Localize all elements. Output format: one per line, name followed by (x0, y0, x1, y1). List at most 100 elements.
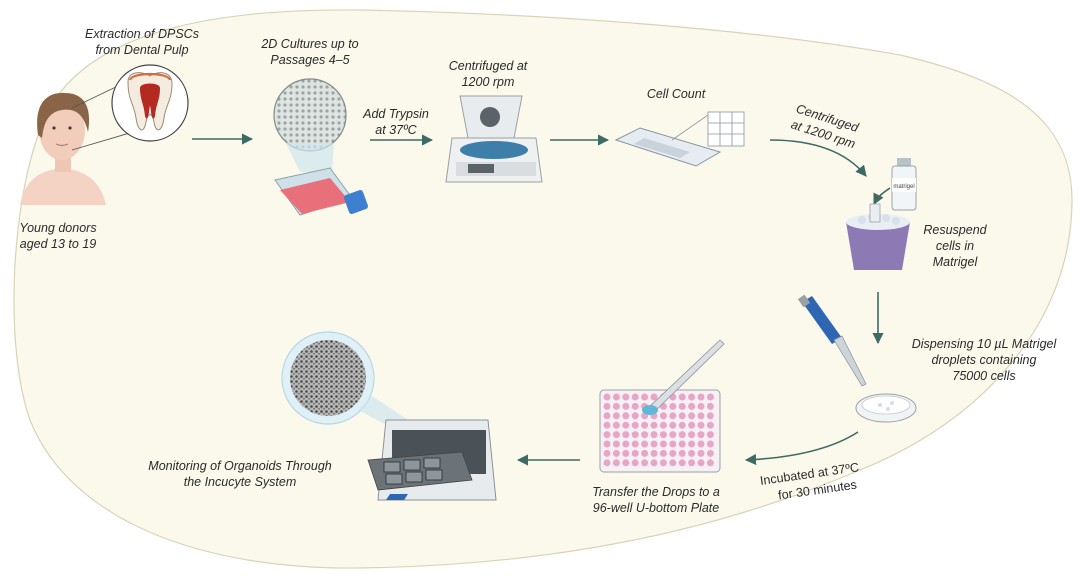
svg-text:matrigel: matrigel (893, 184, 914, 190)
plate-well (612, 402, 620, 410)
matrigel-vial-icon: matrigel (891, 158, 917, 211)
ice-bucket-icon (846, 203, 910, 270)
plate-well (612, 431, 620, 439)
plate-well (622, 412, 630, 420)
plate-well (678, 440, 686, 448)
well-plate-icon (599, 389, 721, 473)
plate-well (688, 393, 696, 401)
plate-well (688, 431, 696, 439)
plate-well (622, 393, 630, 401)
plate-well (706, 449, 714, 457)
plate-well (688, 459, 696, 467)
plate-well (697, 393, 705, 401)
resuspend-label-2: cells in (936, 239, 974, 253)
plate-well (603, 431, 611, 439)
plate-well (650, 459, 658, 467)
plate-well (669, 431, 677, 439)
plate-well (641, 431, 649, 439)
dispensing-label-2: droplets containing (932, 353, 1037, 367)
plate-well (641, 393, 649, 401)
plate-well (631, 459, 639, 467)
plate-well (603, 440, 611, 448)
plate-well (678, 449, 686, 457)
donors-label-1: Young donors (19, 221, 96, 235)
cultures-label-1: 2D Cultures up to (260, 37, 358, 51)
plate-well (697, 431, 705, 439)
plate-well (622, 440, 630, 448)
plate-well (697, 412, 705, 420)
plate-well (697, 402, 705, 410)
spatula-icon (642, 339, 725, 415)
incucyte-device-icon (367, 419, 497, 501)
plate-well (688, 421, 696, 429)
plate-well (659, 449, 667, 457)
plate-well (659, 440, 667, 448)
arrow-count-to-vial (769, 139, 867, 177)
plate-well (622, 421, 630, 429)
plate-well (688, 412, 696, 420)
plate-well (612, 412, 620, 420)
plate-well (669, 402, 677, 410)
arrow-dish-to-plate (744, 431, 859, 466)
plate-well (669, 459, 677, 467)
plate-well (603, 402, 611, 410)
plate-well (659, 431, 667, 439)
plate-well (650, 393, 658, 401)
plate-well (669, 449, 677, 457)
plate-well (688, 449, 696, 457)
background-shape (13, 9, 1073, 569)
plate-well (650, 440, 658, 448)
plate-well (631, 440, 639, 448)
plate-well (641, 421, 649, 429)
dispensing-label-1: Dispensing 10 µL Matrigel (912, 337, 1058, 351)
centrifuge1-label-2: 1200 rpm (462, 75, 515, 89)
plate-well (697, 459, 705, 467)
plate-well (612, 393, 620, 401)
extraction-label-1: Extraction of DPSCs (85, 27, 199, 41)
culture-flask-icon (274, 167, 368, 216)
plate-well (706, 412, 714, 420)
plate-well (622, 431, 630, 439)
cell-culture-micrograph-icon (273, 78, 347, 172)
plate-well (688, 402, 696, 410)
plate-well (678, 402, 686, 410)
transfer-label-2: 96-well U-bottom Plate (593, 501, 719, 515)
monitoring-label-1: Monitoring of Organoids Through (148, 459, 331, 473)
tooth-icon (111, 64, 189, 142)
resuspend-label-1: Resuspend (923, 223, 987, 237)
plate-well (706, 431, 714, 439)
plate-well (697, 449, 705, 457)
donor-icon (20, 92, 106, 205)
plate-well (706, 440, 714, 448)
transfer-label-1: Transfer the Drops to a (592, 485, 720, 499)
plate-well (622, 449, 630, 457)
trypsin-label-2: at 37ºC (375, 123, 417, 137)
plate-well (631, 449, 639, 457)
plate-well (641, 449, 649, 457)
plate-well (678, 412, 686, 420)
plate-well (706, 421, 714, 429)
plate-well (659, 421, 667, 429)
extraction-label-2: from Dental Pulp (95, 43, 188, 57)
plate-well (659, 459, 667, 467)
plate-well (669, 412, 677, 420)
plate-well (678, 421, 686, 429)
plate-well (631, 431, 639, 439)
arrow-vial-to-beaker (873, 187, 891, 206)
pipette-icon (797, 294, 867, 387)
organoid-micrograph-icon (281, 331, 408, 428)
plate-well (603, 393, 611, 401)
plate-well (641, 440, 649, 448)
plate-well (622, 459, 630, 467)
plate-well (669, 440, 677, 448)
plate-well (650, 431, 658, 439)
plate-well (631, 412, 639, 420)
plate-well (697, 440, 705, 448)
plate-well (622, 402, 630, 410)
plate-well (659, 412, 667, 420)
plate-well (631, 402, 639, 410)
plate-well (706, 393, 714, 401)
plate-well (612, 440, 620, 448)
monitoring-label-2: the Incucyte System (184, 475, 297, 489)
